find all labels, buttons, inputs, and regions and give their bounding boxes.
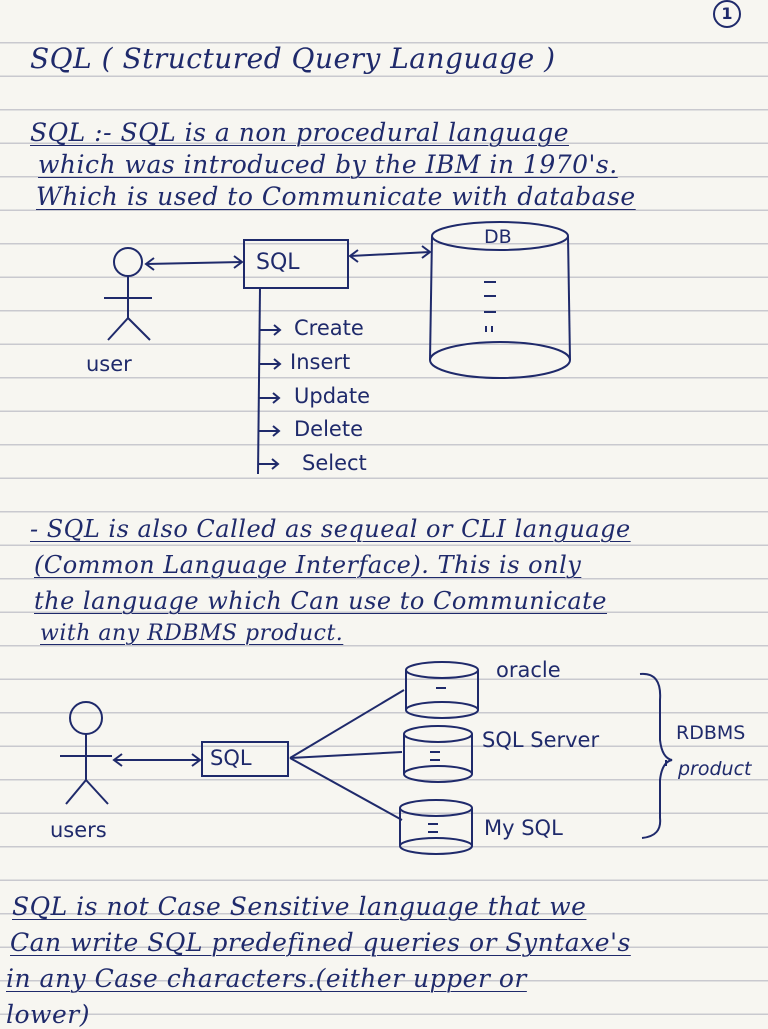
rdbms-label: RDBMS: [676, 722, 746, 744]
user-figure-icon: [104, 247, 152, 341]
product-label: product: [678, 758, 752, 780]
oracle-db-icon: [405, 661, 479, 719]
sql-db-arrow: [349, 251, 431, 257]
para2-line-1: - SQL is also Called as sequeal or CLI l…: [30, 515, 631, 543]
operation-create: Create: [294, 316, 364, 340]
users-label: users: [50, 818, 107, 842]
sqlserver-db-icon: [403, 725, 473, 783]
database-cylinder-icon: [429, 221, 571, 379]
intro-line-1: SQL :- SQL is a non procedural language: [30, 118, 569, 147]
intro-line-2: which was introduced by the IBM in 1970'…: [38, 150, 618, 179]
user-label: user: [86, 352, 132, 376]
db-oracle-label: oracle: [496, 658, 561, 682]
mysql-db-icon: [399, 799, 473, 855]
operation-update: Update: [294, 384, 371, 408]
rdbms-brace: [639, 672, 673, 839]
db-label: DB: [484, 226, 512, 248]
db-mysql-label: My SQL: [484, 816, 563, 840]
para3-line-4: lower): [6, 1000, 90, 1029]
page-title: SQL ( Structured Query Language ): [30, 42, 556, 75]
para2-line-3: the language which Can use to Communicat…: [34, 587, 608, 615]
sql-box: [243, 239, 349, 289]
operation-insert: Insert: [290, 350, 351, 374]
para2-line-2: (Common Language Interface). This is onl…: [34, 551, 582, 579]
para2-line-4: with any RDBMS product.: [40, 621, 344, 646]
user-sql-arrow: [145, 261, 243, 265]
db-sqlserver-label: SQL Server: [482, 728, 600, 752]
operation-select: Select: [302, 451, 367, 475]
intro-line-3: Which is used to Communicate with databa…: [36, 182, 636, 211]
operation-branch-line: [257, 287, 261, 475]
para3-line-1: SQL is not Case Sensitive language that …: [12, 892, 587, 921]
page-number: 1: [713, 0, 741, 28]
para3-line-3: in any Case characters.(either upper or: [6, 964, 527, 993]
para3-line-2: Can write SQL predefined queries or Synt…: [10, 928, 631, 957]
operation-delete: Delete: [294, 417, 363, 441]
sql-box-2-label: SQL: [210, 746, 252, 770]
sql-box-2: [201, 741, 289, 777]
users-figure-icon: [60, 701, 112, 805]
sql-box-label: SQL: [256, 250, 300, 275]
operation-arrows: [258, 324, 282, 470]
